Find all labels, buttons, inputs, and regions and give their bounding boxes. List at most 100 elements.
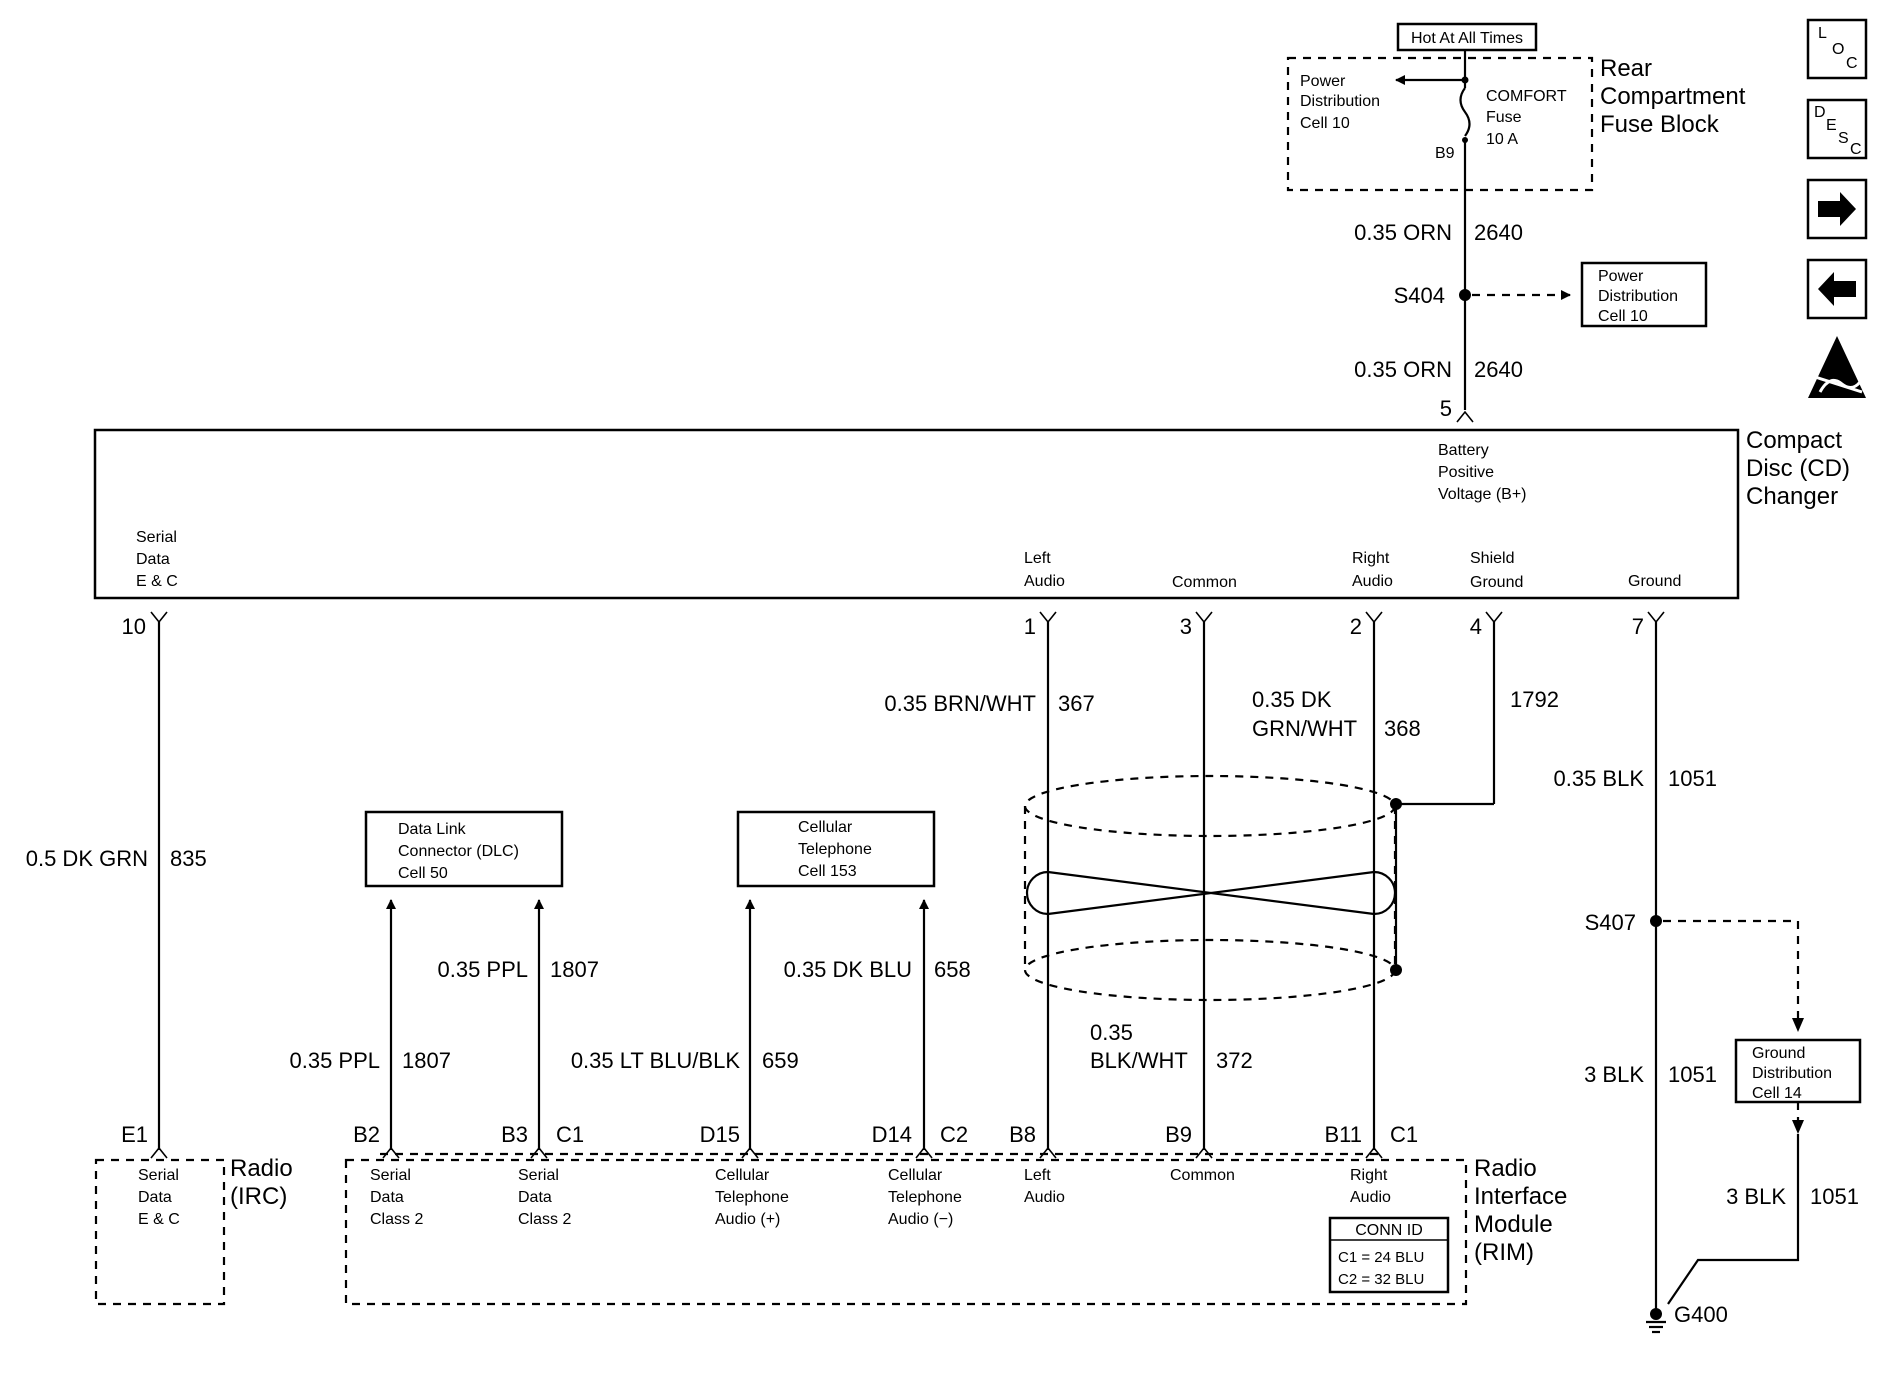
cd-pin3-connector-icon (1195, 611, 1213, 624)
loc-button[interactable]: L O C (1806, 18, 1868, 80)
rim-b8-label-2: Audio (1024, 1189, 1065, 1206)
rim-b9-label: Common (1170, 1167, 1235, 1184)
cd-title-1: Compact (1746, 427, 1842, 454)
dlc-group: Data Link Connector (DLC) Cell 50 0.35 P… (289, 810, 599, 1150)
cd-top-pin-connector-icon (1456, 410, 1474, 423)
cd-pin7-connector-icon (1647, 611, 1665, 624)
right-audio-gauge-2: GRN/WHT (1252, 716, 1357, 741)
rim-title-4: (RIM) (1474, 1239, 1534, 1266)
serial-wire-gauge: 0.5 DK GRN (26, 846, 148, 871)
rim-title-3: Module (1474, 1211, 1553, 1238)
cd-pin7-label: Ground (1628, 573, 1681, 590)
ground-distribution-box (1734, 1038, 1862, 1104)
fuse-pin-b9: B9 (1435, 145, 1455, 162)
cd-pin1-label-2: Audio (1024, 573, 1065, 590)
rim-b3-label-3: Class 2 (518, 1211, 571, 1228)
cd-pin10-label-2: Data (136, 551, 170, 568)
serial-data-wire-group: 0.5 DK GRN 835 (26, 622, 207, 1150)
cd-pin4-number: 4 (1470, 614, 1482, 639)
splice-s404-group: 0.35 ORN 2640 S404 Power Distribution Ce… (1354, 140, 1708, 423)
fuse-label-1: COMFORT (1486, 88, 1567, 105)
cd-pin10-connector-icon (150, 611, 168, 624)
radio-irc: Radio (IRC) E1 Serial Data E & C (94, 1122, 293, 1306)
rim-b11-label-1: Right (1350, 1167, 1388, 1184)
fuse-block-title-2: Compartment (1600, 83, 1746, 110)
splice-s407-dot (1650, 915, 1662, 927)
rim-d14-label-1: Cellular (888, 1167, 943, 1184)
cd-title-3: Changer (1746, 483, 1838, 510)
cd-pin4-label-2: Ground (1470, 574, 1523, 591)
s404-power-dist-box (1580, 261, 1708, 328)
rim: Radio Interface Module (RIM) B2 B3 C1 D1… (344, 1122, 1567, 1306)
cd-pin2-connector-icon (1365, 611, 1383, 624)
radio-pin-e1: E1 (121, 1122, 148, 1147)
shield-bottom-ellipse (1023, 938, 1397, 1002)
cd-title-2: Disc (CD) (1746, 455, 1850, 482)
cd-changer-box (93, 428, 1740, 600)
left-audio-gauge: 0.35 BRN/WHT (884, 691, 1036, 716)
s404-ref-1: Power (1598, 268, 1644, 285)
dlc-box-1: Data Link (398, 821, 467, 838)
ground-wire-circuit: 1051 (1668, 766, 1717, 791)
s404-ref-2: Distribution (1598, 288, 1678, 305)
rim-d14-label-2: Telephone (888, 1189, 962, 1206)
rim-pin-b3-conn: C1 (556, 1122, 584, 1147)
loc-letter-1: L (1818, 25, 1827, 42)
cd-pin2-number: 2 (1350, 614, 1362, 639)
ground-box-arrow-icon (1792, 1120, 1804, 1134)
hot-at-all-times-box (1396, 22, 1538, 52)
rim-pin-b3: B3 (501, 1122, 528, 1147)
desc-letter-4: C (1850, 141, 1862, 158)
rim-outline (344, 1158, 1468, 1306)
cd-pin1-connector-icon (1039, 611, 1057, 624)
ground-to-g400-wire (1667, 1134, 1800, 1305)
arrow-right-icon[interactable] (1806, 178, 1868, 240)
ground-box-1: Ground (1752, 1045, 1805, 1062)
s407-dashed-link (1663, 919, 1800, 1026)
rim-pin-d14-conn: C2 (940, 1122, 968, 1147)
rim-pin-b11: B11 (1324, 1122, 1362, 1147)
rim-d15-label-3: Audio (+) (715, 1211, 780, 1228)
cd-pin1-number: 1 (1024, 614, 1036, 639)
fuse-block: Hot At All Times Rear Compartment Fuse B… (1286, 22, 1746, 192)
dlc-box-2: Connector (DLC) (398, 843, 519, 860)
fuse-label-2: Fuse (1486, 109, 1522, 126)
cellular-box-2: Telephone (798, 841, 872, 858)
shield-circuit: 1792 (1510, 687, 1559, 712)
rim-b2-label-2: Data (370, 1189, 404, 1206)
common-gauge-2: BLK/WHT (1090, 1048, 1188, 1073)
s407-dashed-arrow-icon (1792, 1018, 1804, 1032)
s404-ref-3: Cell 10 (1598, 308, 1648, 325)
rim-d15-connector-icon (741, 1146, 759, 1159)
dlc-lower-gauge: 0.35 PPL (289, 1048, 380, 1073)
rim-b3-label-2: Data (518, 1189, 552, 1206)
cellular-group: Cellular Telephone Cell 153 0.35 DK BLU … (571, 810, 971, 1150)
rim-pin-b8: B8 (1009, 1122, 1036, 1147)
right-audio-circuit: 368 (1384, 716, 1421, 741)
right-audio-gauge-1: 0.35 DK (1252, 687, 1332, 712)
rim-d15-label-1: Cellular (715, 1167, 770, 1184)
desc-letter-2: E (1826, 117, 1837, 134)
radio-pin-connector-icon (150, 1146, 168, 1159)
conn-id-box (1328, 1216, 1450, 1294)
rim-title-1: Radio (1474, 1155, 1537, 1182)
cd-pin4-label-1: Shield (1470, 550, 1514, 567)
twisted-pair-icon (1025, 870, 1397, 916)
loc-letter-3: C (1846, 55, 1858, 72)
cd-pin2-label-1: Right (1352, 550, 1390, 567)
arrow-left-icon[interactable] (1806, 258, 1868, 320)
g400-wire-gauge: 3 BLK (1726, 1184, 1786, 1209)
rim-b2-connector-icon (382, 1146, 400, 1159)
esd-icon[interactable] (1808, 336, 1866, 398)
desc-button[interactable]: D E S C (1806, 98, 1868, 160)
rim-pin-b2: B2 (353, 1122, 380, 1147)
cellular-box-3: Cell 153 (798, 863, 857, 880)
hot-at-all-times-label: Hot At All Times (1411, 30, 1523, 47)
rim-pin-b11-conn: C1 (1390, 1122, 1418, 1147)
comfort-fuse-icon (1459, 87, 1471, 137)
fuse-block-title-1: Rear (1600, 55, 1652, 82)
rim-d15-label-2: Telephone (715, 1189, 789, 1206)
ground-wire-group: 0.35 BLK 1051 S407 3 BLK 1051 Ground Dis… (1553, 622, 1862, 1334)
rim-d14-connector-icon (915, 1146, 933, 1159)
splice-s407-label: S407 (1585, 910, 1636, 935)
